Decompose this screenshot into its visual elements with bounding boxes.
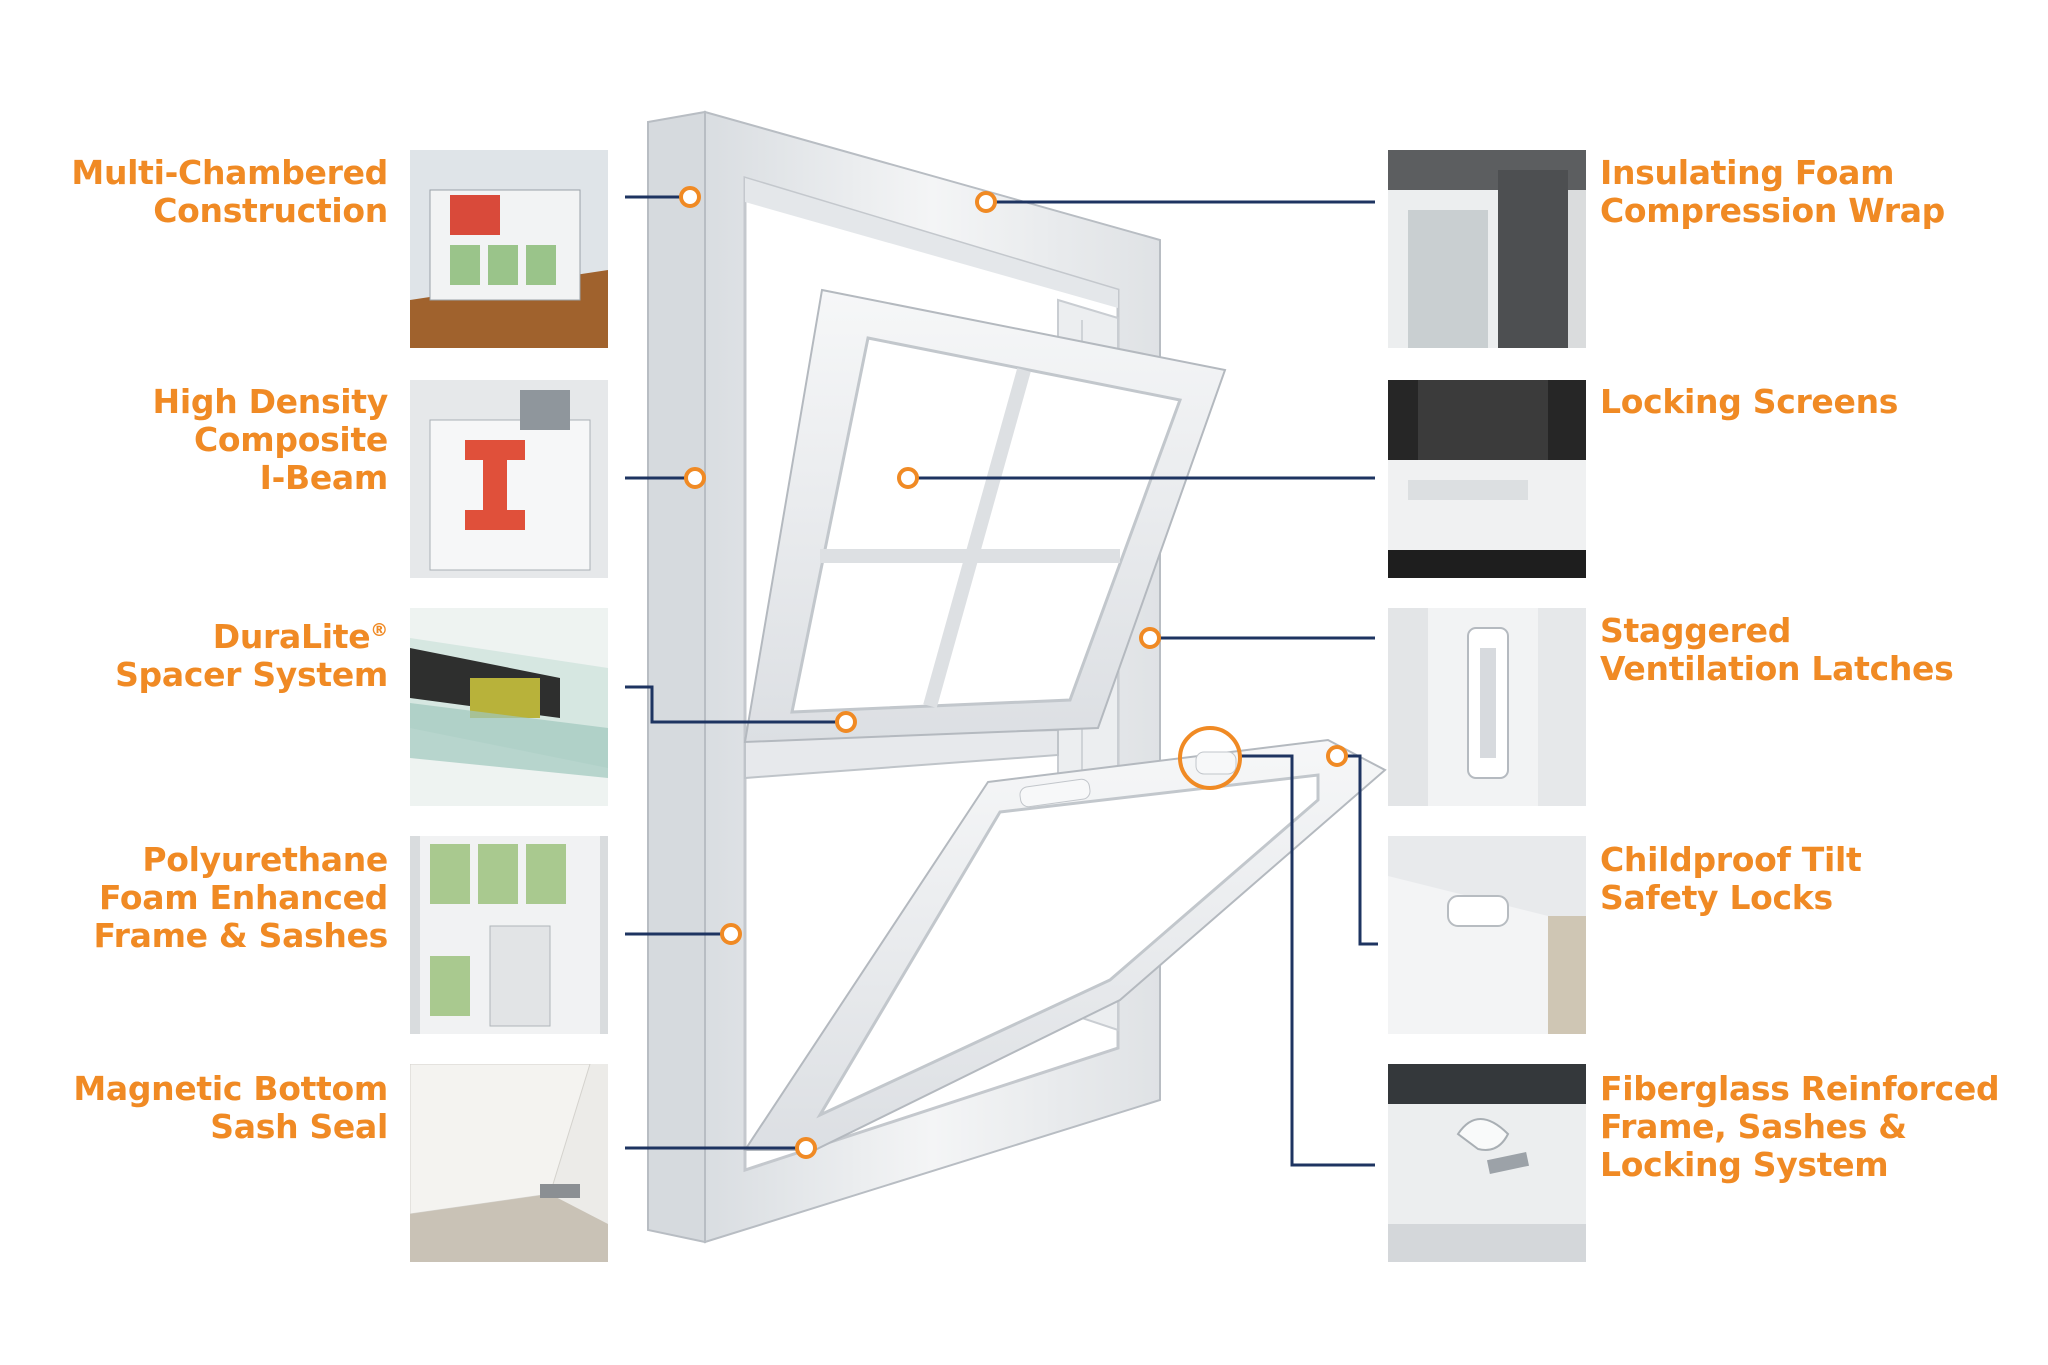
label-fiberglass: Fiberglass Reinforced Frame, Sashes & Lo… [1600, 1069, 2000, 1184]
foam-wrap-icon [1388, 150, 1586, 348]
screen-corner-icon [1388, 380, 1586, 578]
label-latches: Staggered Ventilation Latches [1600, 611, 1954, 688]
marker-multi-chambered [679, 186, 701, 208]
marker-i-beam [684, 467, 706, 489]
marker-fiberglass [1178, 726, 1242, 790]
marker-group [679, 186, 1348, 1159]
i-beam-profile-icon [410, 380, 608, 578]
cutaway-profile-icon [410, 150, 608, 348]
frame-side [647, 110, 706, 1244]
marker-magnetic [795, 1137, 817, 1159]
leader-lines [625, 195, 1378, 1167]
label-foam: Polyurethane Foam Enhanced Frame & Sashe… [93, 840, 389, 955]
label-i-beam: High Density Composite I-Beam [152, 382, 389, 497]
marker-tilt-locks [1326, 745, 1348, 767]
foam-chambers-icon [410, 836, 608, 1034]
marker-foam [720, 923, 742, 945]
vent-latch-icon [1388, 608, 1586, 806]
label-tilt-locks: Childproof Tilt Safety Locks [1600, 840, 1862, 917]
label-magnetic: Magnetic Bottom Sash Seal [73, 1069, 388, 1146]
label-compression-wrap: Insulating Foam Compression Wrap [1600, 153, 1945, 230]
sash-seal-icon [410, 1064, 608, 1262]
tilt-lock-icon [1388, 836, 1586, 1034]
sash-lock-icon [1388, 1064, 1586, 1262]
marker-screens [897, 467, 919, 489]
glass-spacer-icon [410, 608, 608, 806]
label-spacer: DuraLite®Spacer System [115, 617, 388, 694]
label-multi-chambered: Multi-Chambered Construction [71, 153, 388, 230]
label-screens: Locking Screens [1600, 382, 1899, 421]
marker-compression-wrap [975, 191, 997, 213]
marker-spacer [835, 711, 857, 733]
marker-latches [1139, 627, 1161, 649]
